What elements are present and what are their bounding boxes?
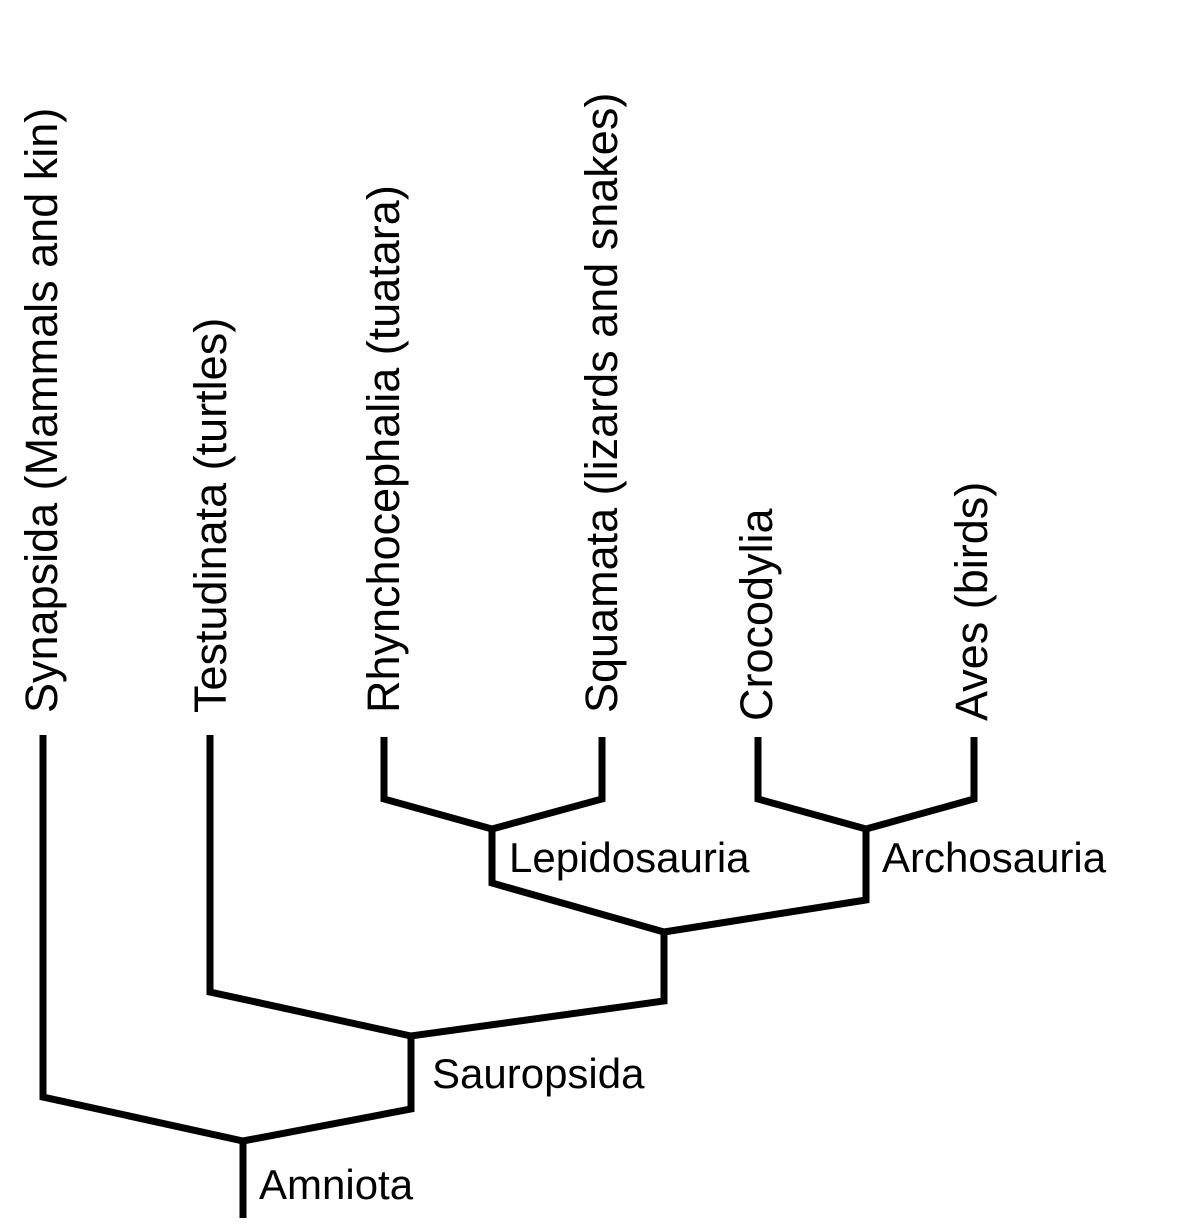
leaf-label-aves: Aves (birds) <box>946 482 997 721</box>
leaf-label-testudinata: Testudinata (turtles) <box>185 318 236 713</box>
branch-archosauria <box>754 737 978 833</box>
clade-label-sauropsida: Sauropsida <box>432 1050 645 1097</box>
clade-label-amniota: Amniota <box>259 1161 414 1208</box>
clade-label-archosauria: Archosauria <box>882 834 1107 881</box>
branch-amniota <box>39 735 415 1145</box>
leaf-label-synapsida: Synapsida (Mammals and kin) <box>16 108 67 713</box>
leaf-label-crocodylia: Crocodylia <box>731 507 782 721</box>
leaf-label-rhynchocephalia: Rhynchocephalia (tuatara) <box>358 185 409 713</box>
leaf-label-squamata: Squamata (lizards and snakes) <box>576 93 627 713</box>
clade-label-lepidosauria: Lepidosauria <box>509 834 750 881</box>
branch-sauropsida <box>206 735 668 1040</box>
branch-lepidosauria <box>380 737 606 833</box>
